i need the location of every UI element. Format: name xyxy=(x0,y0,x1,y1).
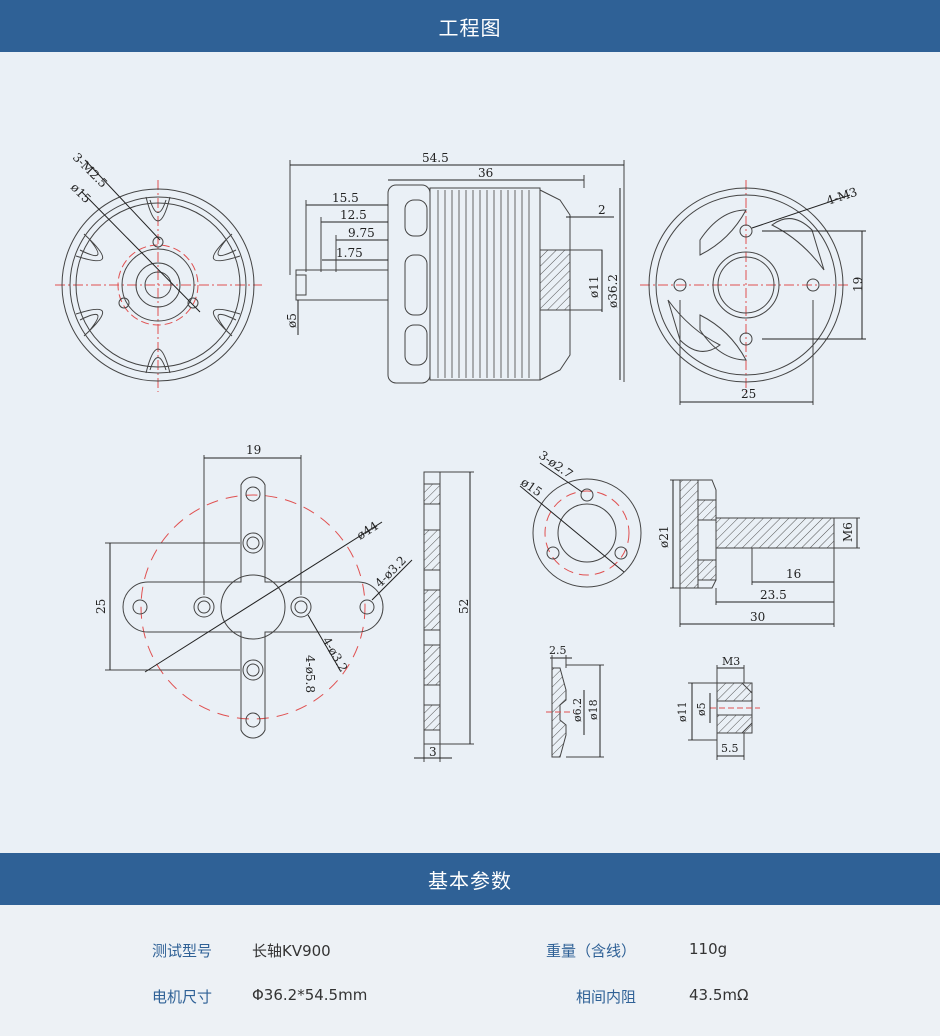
dim-shaft-m6: M6 xyxy=(841,522,855,542)
dim-shaft-30: 30 xyxy=(750,610,765,624)
engineering-drawing: 3-M2.5 ø15 xyxy=(0,52,940,853)
dim-mount-25: 25 xyxy=(94,599,108,614)
dim-nut-d5: ø5 xyxy=(695,702,708,716)
mount-view xyxy=(105,455,413,739)
dim-mount-4d32-b: 4-ø3.2 xyxy=(319,635,350,675)
engineering-drawing-svg: 3-M2.5 ø15 xyxy=(55,150,866,762)
prop-adapter-view xyxy=(519,462,642,588)
front-view xyxy=(55,159,262,392)
param-label-weight: 重量（含线） xyxy=(545,942,636,960)
side-view xyxy=(289,160,625,384)
dim-side-d11: ø11 xyxy=(587,276,601,299)
section-title: 工程图 xyxy=(438,15,502,40)
dim-rear-19: 19 xyxy=(851,277,865,292)
dim-mount-d44: ø44 xyxy=(354,519,381,543)
washer-view xyxy=(546,655,604,758)
param-value-resistance: 43.5mΩ xyxy=(689,986,749,1004)
dim-washer-d18: ø18 xyxy=(587,699,600,720)
dim-rear-4m3: 4-M3 xyxy=(825,185,859,208)
dim-nut-5-5: 5.5 xyxy=(721,742,739,755)
section-header-engineering: 工程图 xyxy=(0,0,940,52)
dim-washer-2-5: 2.5 xyxy=(549,644,567,657)
dim-shaft-16: 16 xyxy=(786,567,801,581)
param-label-size: 电机尺寸 xyxy=(152,988,213,1006)
param-value-weight: 110g xyxy=(689,940,728,958)
dim-nut-m3: M3 xyxy=(722,655,740,668)
dim-side-12-5: 12.5 xyxy=(340,208,367,222)
dim-side-9-75: 9.75 xyxy=(348,226,375,240)
params-table: 测试型号 长轴KV900 重量（含线） 110g 电机尺寸 Φ36.2*54.5… xyxy=(0,905,940,1036)
param-value-model: 长轴KV900 xyxy=(252,942,331,960)
dim-front-d15: ø15 xyxy=(68,180,94,206)
params-row: 测试型号 长轴KV900 重量（含线） 110g xyxy=(0,940,940,964)
dim-mount-4d58: 4-ø5.8 xyxy=(303,655,317,693)
params-row: 电机尺寸 Φ36.2*54.5mm 相间内阻 43.5mΩ xyxy=(0,986,940,1010)
dim-side-2: 2 xyxy=(598,203,606,217)
dim-shaft-d21: ø21 xyxy=(657,526,671,549)
dim-mount-side-52: 52 xyxy=(457,599,471,614)
param-value-size: Φ36.2*54.5mm xyxy=(252,986,368,1004)
dim-side-15-5: 15.5 xyxy=(332,191,359,205)
section-title: 基本参数 xyxy=(428,868,512,893)
dim-side-d5: ø5 xyxy=(285,313,299,328)
dim-adapter-d15: ø15 xyxy=(518,475,544,499)
dim-nut-d11: ø11 xyxy=(676,701,689,722)
dim-mount-4d32-a: 4-ø3.2 xyxy=(372,553,409,590)
mount-side-view xyxy=(414,471,474,762)
dim-shaft-23-5: 23.5 xyxy=(760,588,787,602)
dim-side-d36-2: ø36.2 xyxy=(606,274,620,308)
dim-mount-side-3: 3 xyxy=(429,745,437,759)
param-label-resistance: 相间内阻 xyxy=(575,988,636,1006)
shaft-adapter-view xyxy=(670,479,860,627)
section-header-basic-params: 基本参数 xyxy=(0,853,940,905)
dim-side-36: 36 xyxy=(478,166,493,180)
param-label-model: 测试型号 xyxy=(152,942,213,960)
rear-view xyxy=(640,180,866,405)
dim-mount-19: 19 xyxy=(246,443,261,457)
dim-side-54-5: 54.5 xyxy=(422,151,449,165)
dim-side-1-75: 1.75 xyxy=(336,246,363,260)
dim-washer-d6-2: ø6.2 xyxy=(571,698,584,722)
nut-view xyxy=(688,665,760,760)
dim-rear-25: 25 xyxy=(741,387,756,401)
